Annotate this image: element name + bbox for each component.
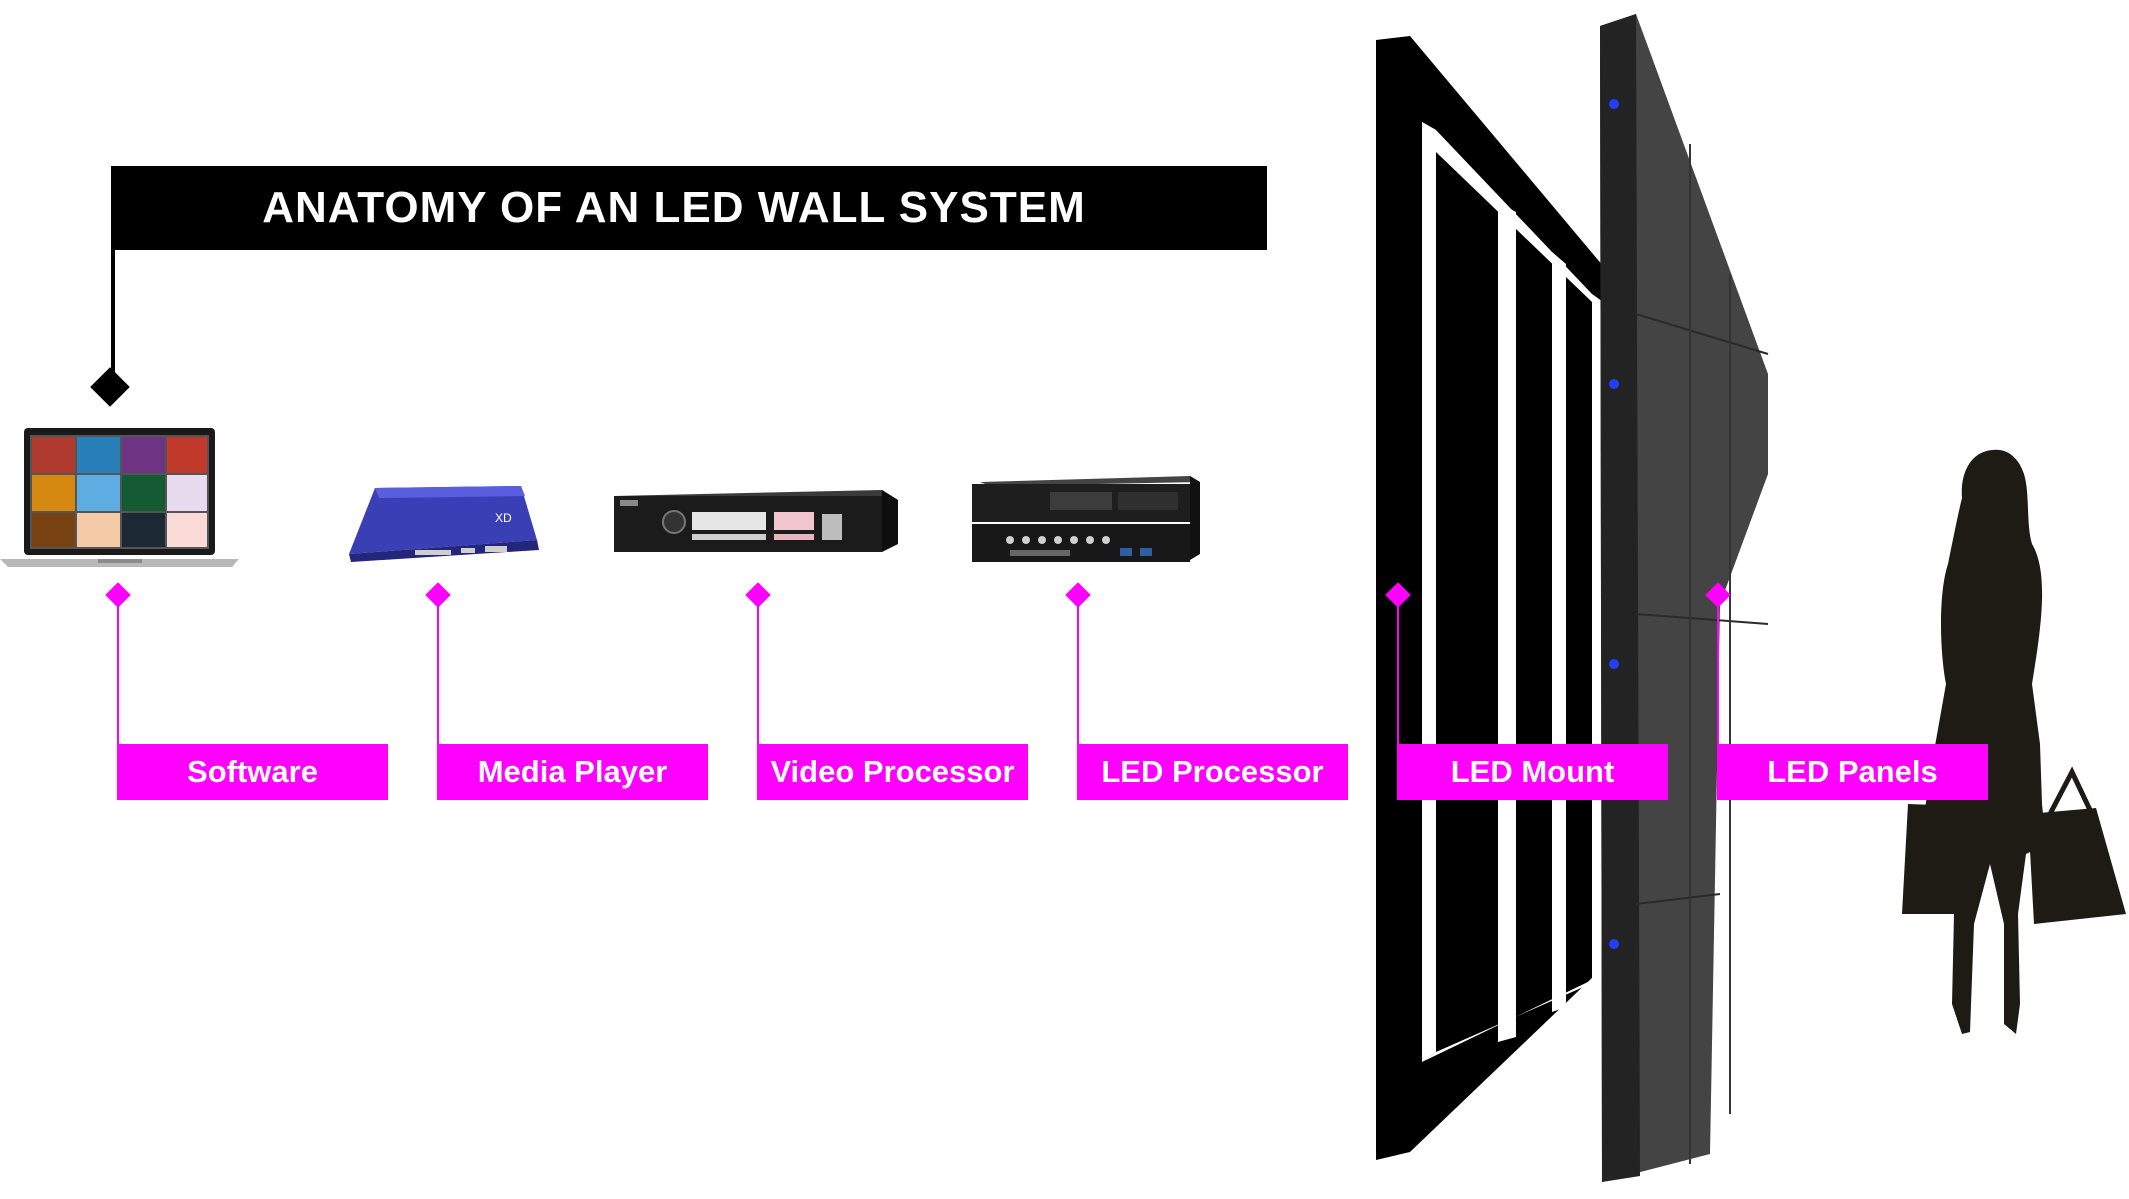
- label-led-processor: LED Processor: [1077, 744, 1348, 800]
- connector-line-media-player: [437, 598, 439, 744]
- laptop-icon: [0, 428, 239, 567]
- connector-diamond-media-player: [425, 582, 451, 608]
- connector-line-led-panels: [1717, 598, 1719, 744]
- connector-diamond-led-processor: [1065, 582, 1091, 608]
- title-connector-line: [111, 250, 115, 380]
- label-led-mount: LED Mount: [1397, 744, 1668, 800]
- title-connector-diamond: [90, 367, 130, 407]
- led-processor-icon: [972, 476, 1200, 562]
- shopper-silhouette: [1902, 449, 2126, 1034]
- connector-line-led-processor: [1077, 598, 1079, 744]
- diagram-title: ANATOMY OF AN LED WALL SYSTEM: [111, 166, 1267, 250]
- led-panels: [1600, 14, 1769, 1182]
- svg-text:XD: XD: [495, 511, 512, 525]
- label-led-panels: LED Panels: [1717, 744, 1988, 800]
- connector-diamond-video-processor: [745, 582, 771, 608]
- label-software: Software: [117, 744, 388, 800]
- connector-line-video-processor: [757, 598, 759, 744]
- label-media-player: Media Player: [437, 744, 708, 800]
- connector-line-led-mount: [1397, 598, 1399, 744]
- label-video-processor: Video Processor: [757, 744, 1028, 800]
- video-processor-icon: [614, 490, 898, 552]
- connector-line-software: [117, 598, 119, 744]
- media-player-icon: XD: [349, 486, 539, 562]
- connector-diamond-software: [105, 582, 131, 608]
